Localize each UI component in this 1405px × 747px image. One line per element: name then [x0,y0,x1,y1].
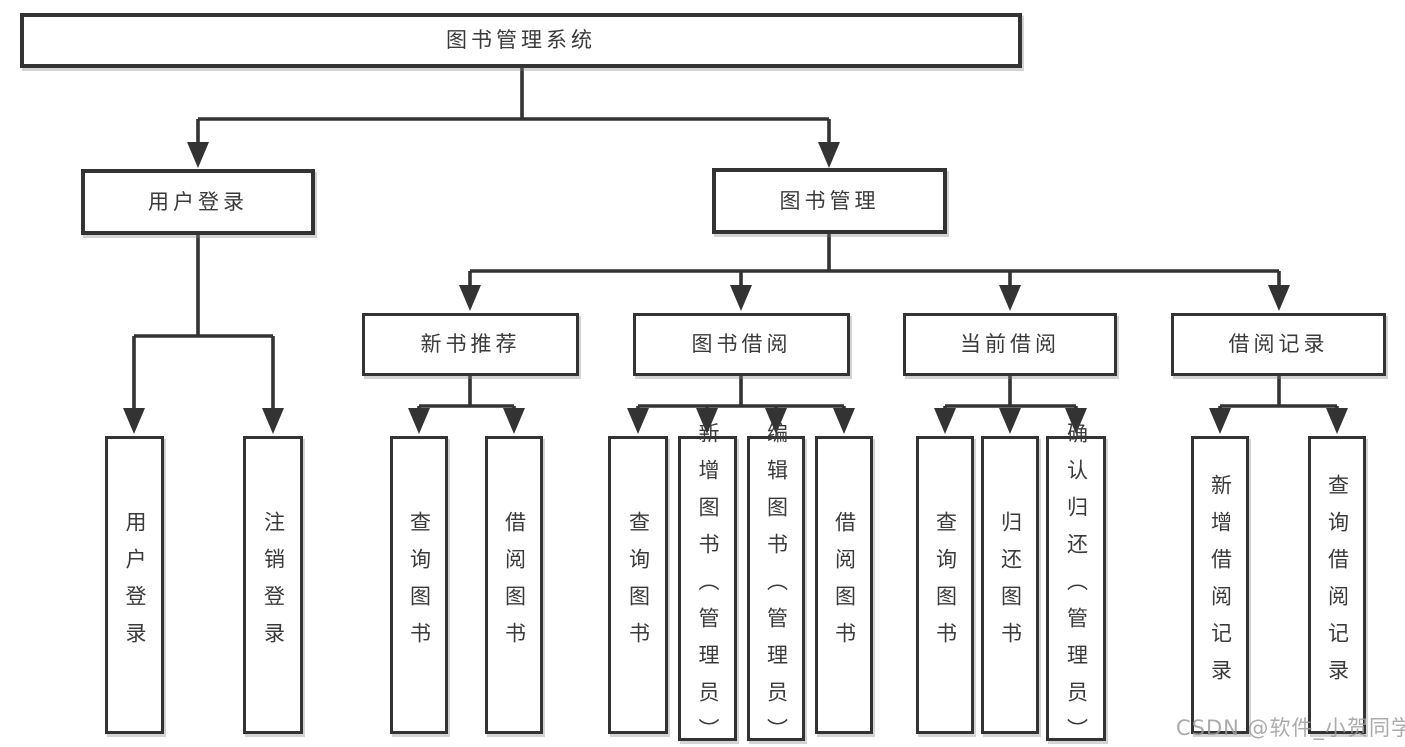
connector-book-management-split [459,234,1290,311]
leaf-bb-query-books-label: 查询图书 [626,511,651,659]
leaf-user-login: 用户登录 [105,436,164,734]
leaf-logout-label: 注销登录 [261,511,286,659]
leaf-cb-return-books-label: 归还图书 [998,511,1023,659]
node-current-borrow: 当前借阅 [903,313,1117,376]
leaf-cb-confirm-return-admin-label: 确认归还（管理员） [1064,422,1089,747]
leaf-br-query-record: 查询借阅记录 [1308,436,1366,734]
connector-borrow-record-split [1209,376,1348,434]
node-new-book-recommend: 新书推荐 [362,313,579,376]
leaf-bb-edit-books-admin-label: 编辑图书（管理员） [764,422,789,747]
leaf-logout: 注销登录 [243,436,303,734]
leaf-nbr-query-books-label: 查询图书 [407,511,432,659]
leaf-bb-query-books: 查询图书 [608,436,668,734]
leaf-cb-query-books: 查询图书 [916,436,974,734]
leaf-user-login-label: 用户登录 [123,511,147,659]
leaf-bb-borrow-books-label: 借阅图书 [832,511,857,659]
node-book-management: 图书管理 [712,168,947,234]
leaf-nbr-query-books: 查询图书 [390,436,448,734]
node-root: 图书管理系统 [20,13,1022,68]
leaf-br-add-record-label: 新增借阅记录 [1208,474,1233,696]
leaf-bb-add-books-admin: 新增图书（管理员） [678,422,737,747]
node-borrow-record-label: 借阅记录 [1228,332,1329,356]
node-user-login: 用户登录 [81,169,315,235]
leaf-bb-borrow-books: 借阅图书 [815,436,873,734]
leaf-cb-confirm-return-admin: 确认归还（管理员） [1046,422,1106,747]
leaf-cb-query-books-label: 查询图书 [933,511,958,659]
leaf-br-query-record-label: 查询借阅记录 [1325,474,1350,696]
node-user-login-label: 用户登录 [148,189,248,214]
connector-book-borrow-split [627,376,855,434]
node-borrow-record: 借阅记录 [1171,313,1386,376]
leaf-bb-add-books-admin-label: 新增图书（管理员） [696,422,720,747]
csdn-watermark: CSDN @软件_小贺同学 [1176,716,1405,740]
node-current-borrow-label: 当前借阅 [960,332,1060,356]
leaf-nbr-borrow-books-label: 借阅图书 [502,511,527,659]
leaf-cb-return-books: 归还图书 [981,436,1039,734]
leaf-bb-edit-books-admin: 编辑图书（管理员） [747,422,805,747]
leaf-nbr-borrow-books: 借阅图书 [485,436,543,734]
node-book-borrow-label: 图书借阅 [691,332,792,356]
connector-root-split [187,67,840,168]
node-book-borrow: 图书借阅 [633,313,850,376]
leaf-br-add-record: 新增借阅记录 [1191,436,1249,734]
node-new-book-recommend-label: 新书推荐 [420,332,521,356]
connector-user-login-split [123,234,284,434]
node-root-label: 图书管理系统 [446,28,596,52]
connector-new-book-split [408,376,525,434]
node-book-management-label: 图书管理 [779,188,880,213]
